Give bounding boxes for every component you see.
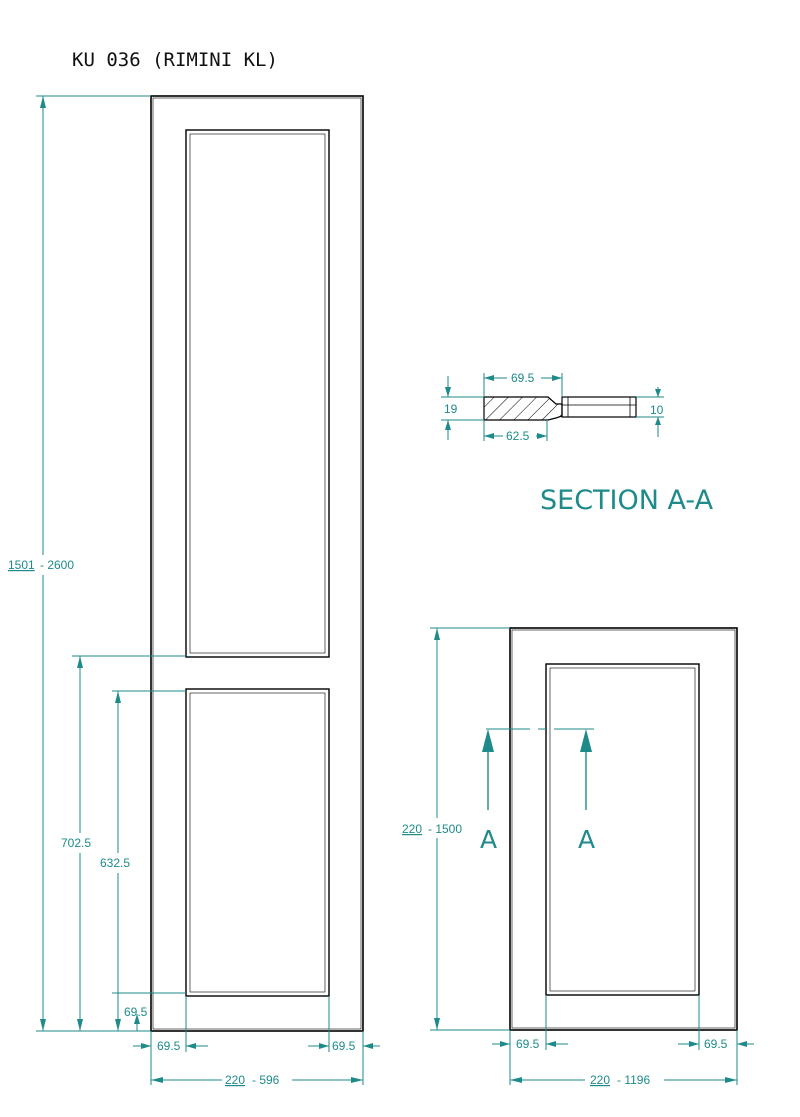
section-mark-right: A [578,825,595,854]
section-frame-width-bottom: 62.5 [506,429,530,443]
tall-door-upper-panel [185,129,330,658]
tall-height-max: - 2600 [40,558,74,572]
section-thickness: 19 [444,402,458,416]
small-height-max: - 1500 [428,822,462,836]
section-title: SECTION A-A [540,485,714,516]
section-profile [483,396,637,421]
tall-door-lower-panel [185,688,330,997]
section-dimensions [441,373,664,441]
drawing-title: KU 036 (RIMINI KL) [72,49,278,71]
section-cut-line [482,728,594,810]
section-frame-width-top: 69.5 [511,371,535,385]
tall-width-min: 220 [225,1073,245,1087]
section-mark-left: A [480,825,497,854]
section-panel-thickness: 10 [650,403,664,417]
small-door [509,627,738,1031]
tall-door-outline [150,95,364,1032]
tall-stile-right: 69.5 [332,1039,356,1053]
small-width-min: 220 [590,1073,610,1087]
tall-stile-left: 69.5 [157,1039,181,1053]
tall-bottom-rail: 69.5 [124,1005,148,1019]
tall-door-dimensions [36,95,380,1085]
tall-rail-height-1: 702.5 [61,836,91,850]
small-stile-left: 69.5 [516,1037,540,1051]
tall-rail-height-2: 632.5 [100,856,130,870]
small-stile-right: 69.5 [704,1037,728,1051]
small-door-panel [545,663,700,996]
small-door-outline [509,627,738,1031]
small-height-min: 220 [402,822,422,836]
tall-height-min: 1501 [8,558,35,572]
tall-width-max: - 596 [252,1073,280,1087]
small-door-dimensions [430,627,754,1085]
small-width-max: - 1196 [617,1073,650,1087]
tall-door [150,95,364,1032]
